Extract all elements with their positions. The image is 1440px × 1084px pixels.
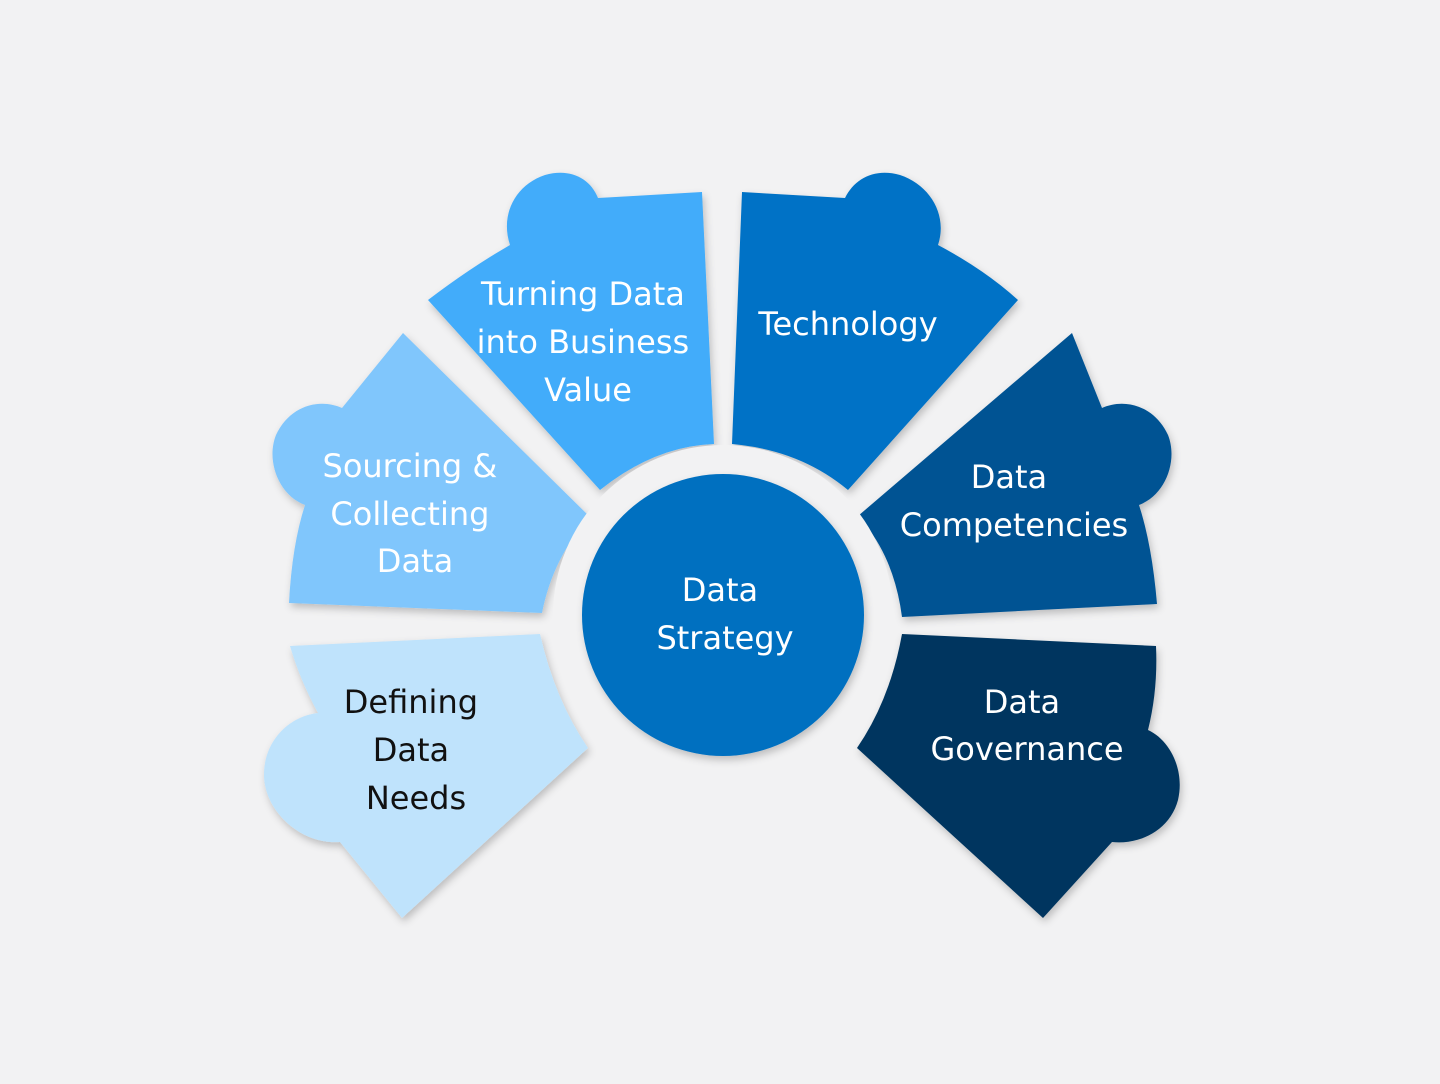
- segment-data-competencies: Data Competencies: [858, 333, 1172, 617]
- segment-label: Turning Data into Business Value: [477, 275, 700, 409]
- center-label: Data Strategy: [656, 571, 793, 657]
- segment-label: Data Competencies: [900, 458, 1128, 544]
- segment-shape: [732, 172, 1018, 491]
- segment-defining-data-needs: Defining Data Needs: [264, 634, 588, 918]
- segment-shape: [858, 333, 1172, 617]
- segment-sourcing-collecting-data: Sourcing & Collecting Data: [272, 333, 590, 613]
- center-hub: Data Strategy: [553, 445, 893, 785]
- segment-shape: [264, 634, 588, 918]
- segment-shape: [272, 333, 590, 613]
- segment-data-governance: Data Governance: [857, 634, 1180, 918]
- segment-label: Data Governance: [930, 683, 1123, 768]
- segment-technology: Technology: [732, 172, 1018, 491]
- segment-shape: [428, 172, 714, 491]
- segment-turning-data-into-business-value: Turning Data into Business Value: [428, 172, 714, 491]
- center-circle: [582, 474, 864, 756]
- segment-label: Sourcing & Collecting Data: [323, 447, 508, 580]
- segment-label: Defining Data Needs: [344, 683, 488, 817]
- segment-shape: [857, 634, 1180, 918]
- segment-label: Technology: [757, 305, 937, 343]
